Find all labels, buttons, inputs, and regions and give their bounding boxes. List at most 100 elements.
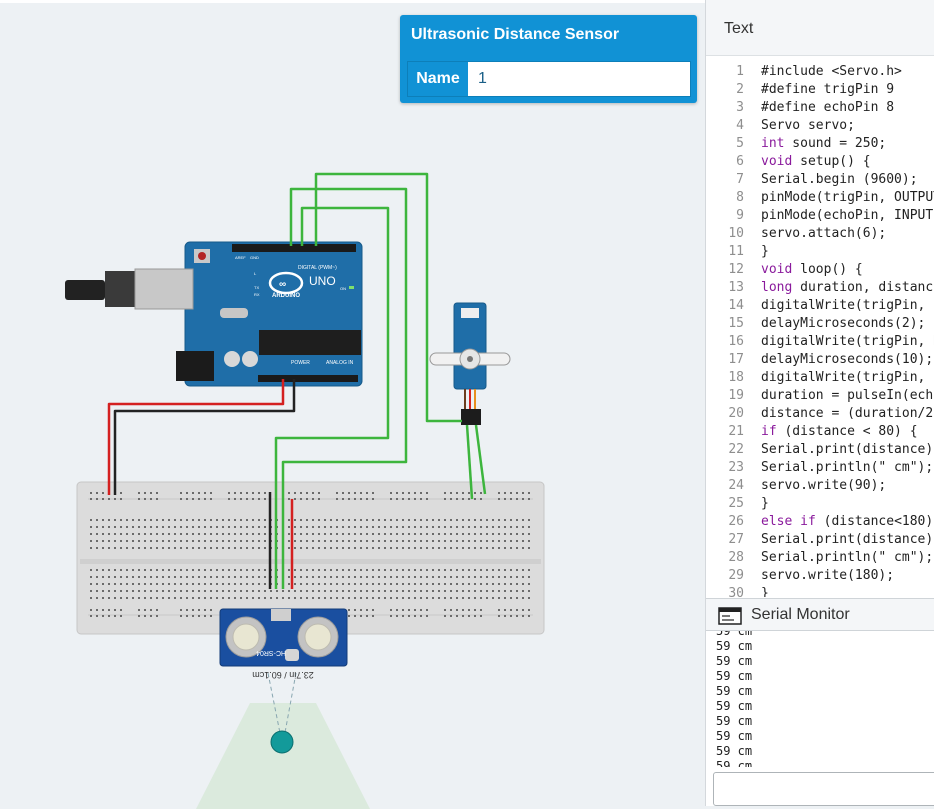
wire-green-servo-b <box>474 424 487 495</box>
line-number: 28 <box>728 550 744 565</box>
code-keyword: long <box>761 280 793 295</box>
serial-output-line: 59 cm <box>716 699 753 713</box>
serial-monitor-title: Serial Monitor <box>751 606 850 623</box>
code-text: Servo servo; <box>761 118 855 133</box>
code-text: Serial.println(" cm"); <box>761 550 934 565</box>
code-editor[interactable]: 1 #include <Servo.h> 2 #define trigPin 9 3 #d… <box>706 57 934 597</box>
code-line[interactable]: 29 servo.write(180); <box>706 567 934 585</box>
microcontroller-chip <box>259 330 361 355</box>
code-line[interactable]: 2 #define trigPin 9 <box>706 81 934 99</box>
arduino-logo-mark: ∞ <box>279 279 286 290</box>
servo-motor[interactable] <box>429 302 511 425</box>
serial-output-line: 59 cm <box>716 639 753 653</box>
serial-output-line: 59 cm <box>716 684 753 698</box>
line-number: 1 <box>736 64 744 79</box>
ultrasonic-sensor[interactable]: HC-SR04 23.7in / 60.1cm <box>219 608 348 680</box>
code-text: #include <Servo.h> <box>761 64 902 79</box>
line-number: 20 <box>728 406 744 421</box>
serial-output-line: 59 cm <box>716 714 753 728</box>
line-number: 16 <box>728 334 744 349</box>
line-number: 15 <box>728 316 744 331</box>
code-line[interactable]: 1 #include <Servo.h> <box>706 63 934 81</box>
line-number: 29 <box>728 568 744 583</box>
name-field-input[interactable]: 1 <box>478 70 487 87</box>
serial-output-line: 59 cm <box>716 729 753 743</box>
code-line[interactable]: 30} <box>706 585 934 597</box>
serial-input-field[interactable] <box>713 772 934 806</box>
digital-pins-label: DIGITAL (PWM~) <box>298 265 337 271</box>
arduino-uno-board[interactable]: ∞ UNO ARDUINO DIGITAL (PWM~) POWER ANALO… <box>65 241 363 387</box>
code-mode-label[interactable]: Text <box>724 20 754 37</box>
line-number: 9 <box>736 208 744 223</box>
line-number: 24 <box>728 478 744 493</box>
breadboard[interactable] <box>76 481 545 635</box>
name-field-row[interactable]: Name 1 <box>407 61 691 97</box>
code-text: delayMicroseconds(2); <box>761 316 926 331</box>
board-model: UNO <box>309 274 336 288</box>
code-text: #define echoPin 8 <box>761 100 895 115</box>
analog-pins-label: ANALOG IN <box>326 360 354 366</box>
breadboard-holes <box>90 492 530 617</box>
sensor-detection-area <box>196 703 370 809</box>
line-number: 13 <box>728 280 744 295</box>
code-line[interactable]: 9 pinMode(echoPin, INPUT); <box>706 207 934 225</box>
code-text: duration, distance; <box>792 280 934 295</box>
line-number: 2 <box>736 82 744 97</box>
circuit-schematic[interactable]: ∞ UNO ARDUINO DIGITAL (PWM~) POWER ANALO… <box>0 3 705 809</box>
line-number: 26 <box>728 514 744 529</box>
code-line[interactable]: 15 delayMicroseconds(2); <box>706 315 934 333</box>
line-number: 23 <box>728 460 744 475</box>
code-line[interactable]: 28 Serial.println(" cm"); <box>706 549 934 567</box>
code-text: #define trigPin 9 <box>761 82 895 97</box>
line-number: 17 <box>728 352 744 367</box>
line-number: 19 <box>728 388 744 403</box>
line-number: 30 <box>728 586 744 597</box>
code-text: servo.write(180); <box>761 568 895 583</box>
line-number: 27 <box>728 532 744 547</box>
line-number: 10 <box>728 226 744 241</box>
code-text: digitalWrite(trigPin, LOW); <box>761 370 934 385</box>
wires <box>107 172 487 589</box>
wire-red-5v <box>107 379 285 495</box>
code-line[interactable]: 13 long duration, distance; <box>706 279 934 297</box>
code-line[interactable]: 11} <box>706 243 934 261</box>
circuit-canvas[interactable]: ∞ UNO ARDUINO DIGITAL (PWM~) POWER ANALO… <box>0 0 705 809</box>
serial-monitor-header[interactable]: Serial Monitor <box>706 598 934 631</box>
code-keyword: int <box>761 136 785 151</box>
usb-connector <box>134 268 194 310</box>
code-keyword: else if <box>761 514 816 529</box>
code-panel: Text 1 #include <Servo.h> 2 #define trigPin… <box>705 0 934 806</box>
target-object[interactable] <box>270 730 294 754</box>
code-line[interactable]: 3 #define echoPin 8 <box>706 99 934 117</box>
code-line[interactable]: 25} <box>706 495 934 513</box>
line-number: 3 <box>736 100 744 115</box>
code-text: } <box>761 244 769 259</box>
serial-output-line: 59 cm <box>716 759 753 767</box>
led-l-label: L <box>254 271 257 276</box>
power-pins-label: POWER <box>291 360 310 366</box>
sensor-model-label: HC-SR04 <box>256 649 286 656</box>
aref-label: AREF <box>235 255 246 260</box>
code-text: pinMode(echoPin, INPUT); <box>761 208 934 223</box>
wire-green-servo-a <box>465 424 474 500</box>
